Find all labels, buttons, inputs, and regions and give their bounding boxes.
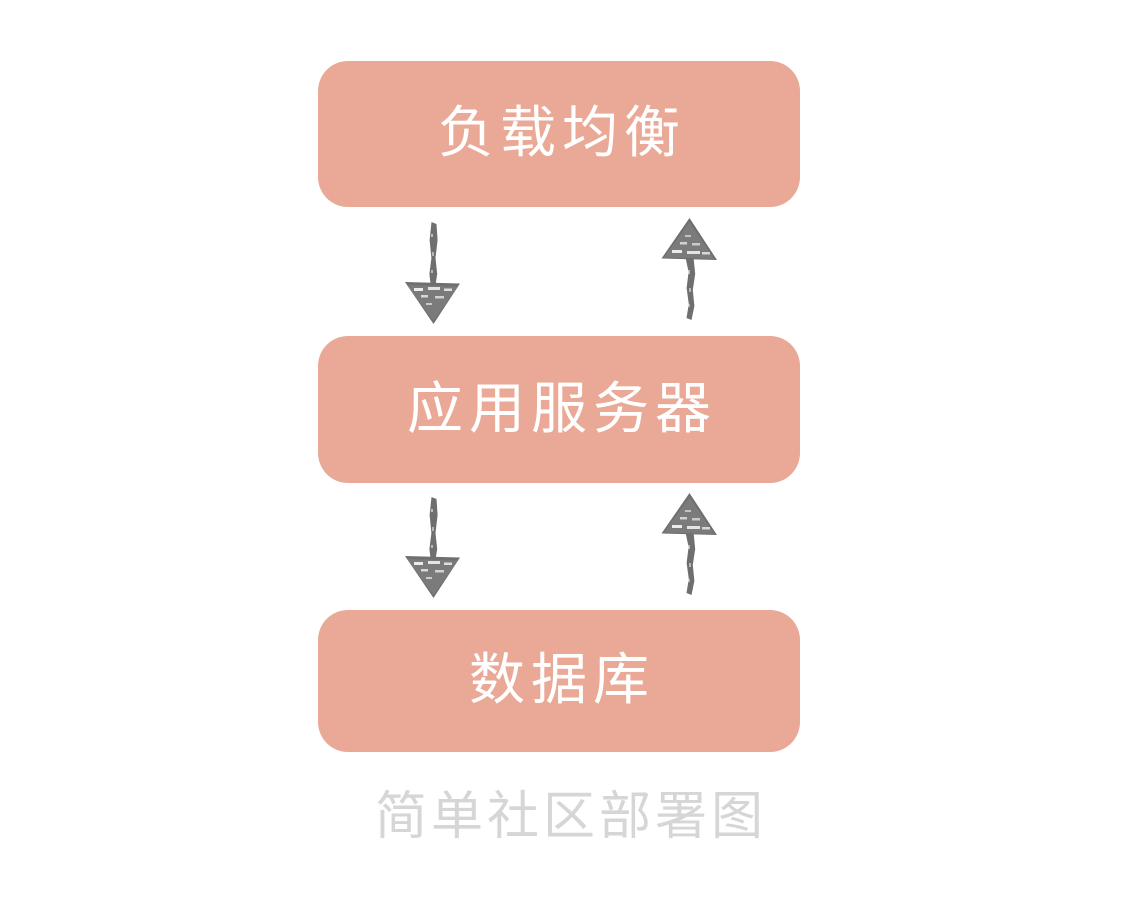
arrow-up-db-to-app-icon (644, 490, 734, 600)
node-database-label: 数据库 (469, 648, 655, 713)
node-database[interactable]: 数据库 (318, 610, 800, 752)
node-load-balancer-label: 负载均衡 (438, 101, 686, 166)
node-application-server[interactable]: 应用服务器 (318, 336, 800, 483)
diagram-caption: 简单社区部署图 (374, 787, 767, 847)
node-load-balancer[interactable]: 负载均衡 (318, 61, 800, 207)
arrow-down-app-to-db-icon (388, 492, 478, 602)
arrow-up-app-to-lb-icon (644, 214, 734, 326)
node-application-server-label: 应用服务器 (407, 376, 717, 442)
arrow-down-lb-to-app-icon (388, 216, 478, 328)
